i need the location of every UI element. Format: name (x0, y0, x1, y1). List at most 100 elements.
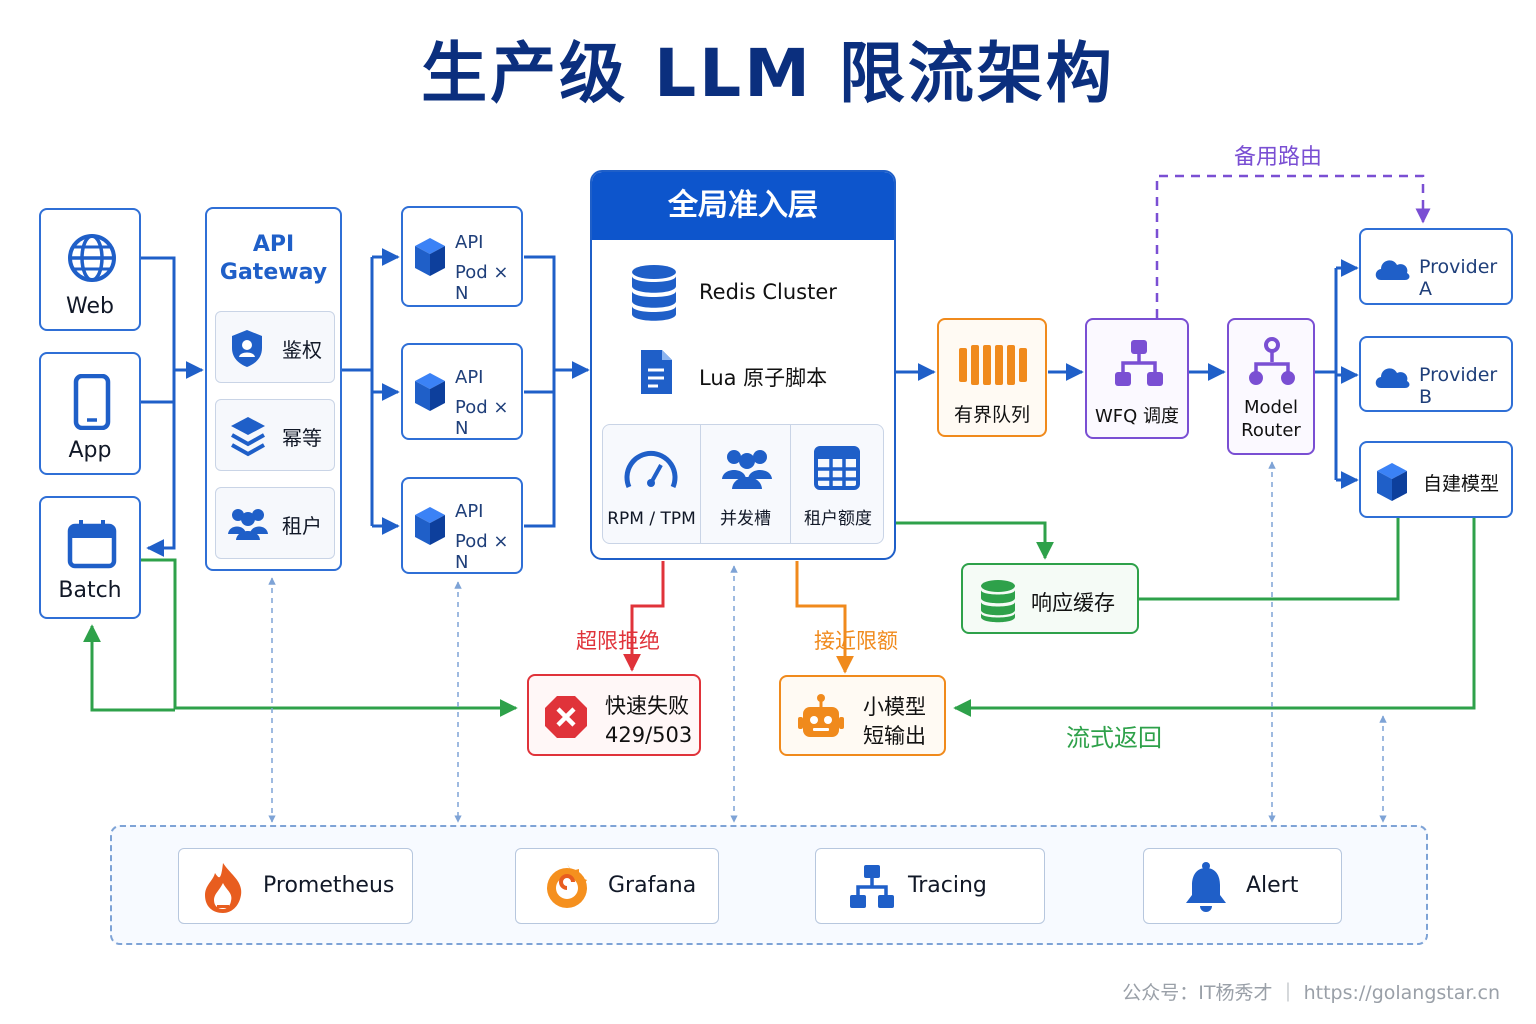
small-model-label: 小模型 (863, 695, 926, 719)
tracing-tree-icon (850, 865, 894, 908)
alert-label: Alert (1246, 873, 1299, 898)
calendar-icon (67, 520, 117, 569)
metric-rpm-tpm: RPM / TPM (603, 425, 701, 543)
tracing-label: Tracing (908, 873, 987, 898)
api-pod-label: API (455, 232, 484, 253)
bounded-queue-node: 有界队列 (937, 318, 1047, 437)
model-router-node: Model Router (1227, 318, 1315, 455)
users-icon (722, 450, 772, 489)
lua-script-label: Lua 原子脚本 (699, 366, 828, 390)
small-model-node: 小模型 短输出 (779, 675, 946, 756)
client-batch-label: Batch (58, 578, 122, 603)
page-title: 生产级 LLM 限流架构 (421, 35, 1115, 112)
api-gateway-node: API Gateway 鉴权 幂等 (205, 207, 342, 571)
metric-concurrency: 并发槽 (701, 425, 791, 543)
api-pod-count: Pod × N (455, 397, 509, 439)
robot-icon (798, 694, 844, 737)
client-batch-node: Batch (39, 496, 141, 619)
admission-metrics-panel: RPM / TPM 并发槽 租户额度 (602, 424, 884, 544)
prometheus-label: Prometheus (263, 873, 395, 898)
cube-icon (415, 238, 445, 276)
footer-credit: 公众号：IT杨秀才 ｜ https://golangstar.cn (1122, 982, 1500, 1004)
api-pod-count: Pod × N (455, 531, 509, 573)
api-pod-node: API Pod × N (401, 206, 523, 307)
cloud-icon (1375, 260, 1410, 280)
fail-fast-label: 快速失败 (605, 694, 689, 718)
metric-concurrency-label: 并发槽 (720, 509, 771, 529)
speedometer-icon (624, 450, 678, 488)
bell-icon (1186, 862, 1226, 912)
gateway-title-line1: API (252, 232, 295, 257)
gateway-idempotency-item: 幂等 (215, 399, 335, 471)
gateway-tenant-label: 租户 (282, 514, 322, 538)
database-icon (981, 580, 1015, 623)
api-pod-label: API (455, 367, 484, 388)
gateway-auth-item: 鉴权 (215, 311, 335, 383)
fail-fast-codes: 429/503 (605, 723, 693, 747)
provider-a-node: Provider A (1359, 228, 1513, 305)
phone-icon (73, 374, 111, 430)
response-cache-node: 响应缓存 (961, 563, 1139, 634)
queue-icon (959, 345, 1027, 385)
grafana-label: Grafana (608, 873, 697, 898)
table-icon (814, 446, 860, 490)
self-hosted-model-node: 自建模型 (1359, 441, 1513, 518)
stream-return-label: 流式返回 (1066, 724, 1162, 752)
error-octagon-icon (545, 696, 587, 738)
tracing-node: Tracing (815, 848, 1045, 924)
bounded-queue-label: 有界队列 (953, 404, 1030, 426)
metric-tenant-quota-label: 租户额度 (804, 509, 872, 529)
router-icon (1249, 337, 1295, 385)
database-icon (632, 265, 676, 321)
client-app-node: App (39, 352, 141, 475)
gateway-auth-label: 鉴权 (282, 338, 322, 362)
response-cache-label: 响应缓存 (1031, 591, 1115, 615)
users-icon (228, 509, 268, 540)
small-model-text: 小模型 短输出 (863, 693, 926, 751)
metric-tenant-quota: 租户额度 (791, 425, 885, 543)
alert-node: Alert (1143, 848, 1342, 924)
model-router-label-line1: Model (1243, 397, 1299, 418)
client-web-label: Web (66, 294, 114, 319)
api-pod-node: API Pod × N (401, 343, 523, 440)
global-admission-layer: 全局准入层 Redis Cluster Lua 原子脚本 RPM / TP (590, 170, 896, 560)
globe-icon (68, 234, 116, 282)
gateway-title: API Gateway (207, 231, 340, 287)
model-router-label: Model Router (1229, 396, 1313, 442)
cube-icon (415, 507, 445, 545)
short-output-label: 短输出 (863, 724, 926, 748)
cube-icon (1377, 463, 1407, 501)
model-router-label-line2: Router (1241, 420, 1301, 441)
layers-icon (231, 417, 265, 457)
flame-icon (205, 863, 242, 913)
document-icon (641, 350, 672, 394)
api-pod-count: Pod × N (455, 262, 509, 304)
gateway-idempotency-label: 幂等 (282, 426, 322, 450)
gateway-tenant-item: 租户 (215, 487, 335, 559)
fallback-route-label: 备用路由 (1234, 145, 1323, 170)
api-pod-label: API (455, 501, 484, 522)
cloud-icon (1375, 368, 1410, 388)
grafana-node: Grafana (515, 848, 719, 924)
fail-fast-text: 快速失败 429/503 (605, 692, 692, 750)
admission-title: 全局准入层 (592, 172, 894, 240)
provider-b-label: Provider B (1419, 364, 1498, 408)
prometheus-node: Prometheus (178, 848, 413, 924)
client-app-label: App (68, 438, 112, 463)
grafana-icon (547, 864, 587, 908)
shield-user-icon (232, 330, 262, 367)
api-pod-node: API Pod × N (401, 477, 523, 574)
cube-icon (415, 373, 445, 411)
near-limit-label: 接近限额 (814, 629, 898, 653)
client-web-node: Web (39, 208, 141, 331)
metric-rpm-tpm-label: RPM / TPM (607, 509, 696, 529)
redis-cluster-label: Redis Cluster (699, 280, 837, 304)
hierarchy-icon (1115, 340, 1163, 386)
provider-b-node: Provider B (1359, 336, 1513, 412)
self-hosted-model-label: 自建模型 (1423, 473, 1500, 495)
fail-fast-node: 快速失败 429/503 (527, 674, 701, 756)
wfq-scheduler-node: WFQ 调度 (1085, 318, 1189, 439)
provider-a-label: Provider A (1419, 256, 1498, 300)
gateway-title-line2: Gateway (219, 260, 328, 285)
